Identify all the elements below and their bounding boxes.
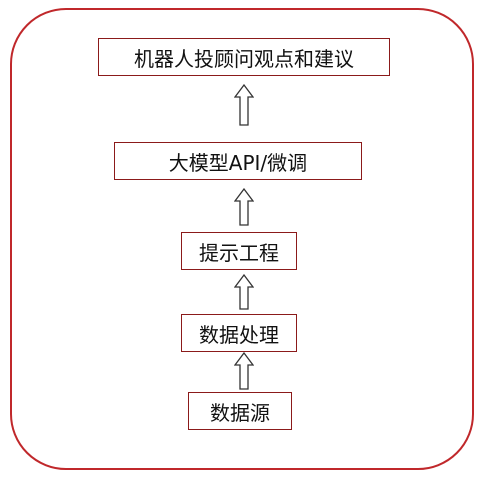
node-label: 机器人投顾问观点和建议 <box>134 46 354 71</box>
node-label: 提示工程 <box>199 240 279 265</box>
node-data-source: 数据源 <box>188 392 292 430</box>
node-llm-api-finetune: 大模型API/微调 <box>114 142 362 180</box>
node-label: 数据处理 <box>199 322 279 347</box>
node-prompt-engineering: 提示工程 <box>181 232 297 270</box>
arrow-prompt-to-llm <box>234 188 254 226</box>
arrow-llm-to-top <box>234 84 254 126</box>
node-robo-advisor-output: 机器人投顾问观点和建议 <box>98 38 390 76</box>
arrow-src-to-proc <box>234 352 254 390</box>
node-data-processing: 数据处理 <box>181 314 297 352</box>
arrow-proc-to-prompt <box>234 274 254 310</box>
node-label: 大模型API/微调 <box>168 150 308 175</box>
diagram-frame <box>10 8 474 470</box>
node-label: 数据源 <box>210 400 270 425</box>
